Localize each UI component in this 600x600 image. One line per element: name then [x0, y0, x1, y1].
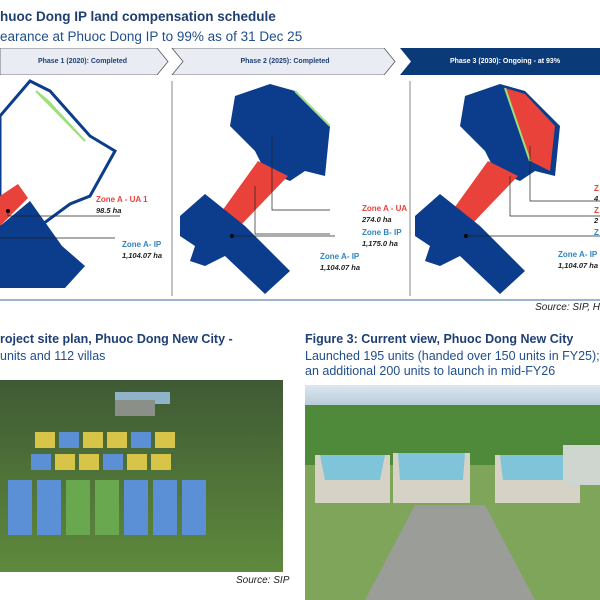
zone-a-ua-label: Zone A - UA 1 — [96, 195, 148, 204]
housing-block — [83, 432, 103, 448]
map-phase-3 — [415, 84, 600, 294]
housing-block — [155, 432, 175, 448]
figure-2-subtitle: units and 112 villas — [0, 349, 106, 363]
housing-block — [103, 454, 123, 470]
zone-a-ua-area: 274.0 ha — [362, 215, 392, 224]
phase-3-label: Phase 3 (2030): Ongoing - at 93% — [449, 58, 561, 65]
figure-3-title: Figure 3: Current view, Phuoc Dong New C… — [305, 332, 574, 346]
housing-block — [95, 480, 119, 535]
map-phase-1 — [0, 79, 120, 288]
zone-a-ua-label: Zone A - UA — [362, 204, 408, 213]
zone-a-ip-label: Zone A- IP — [320, 252, 360, 261]
housing-block — [127, 454, 147, 470]
housing-block — [124, 480, 148, 535]
housing-block — [59, 432, 79, 448]
zone-a-ip-label: Zone A- IP — [122, 240, 162, 249]
figure-2-source: Source: SIP — [236, 575, 290, 586]
map-phase-2 — [180, 84, 335, 294]
zone-b-area: 2 — [594, 216, 599, 225]
housing-block — [79, 454, 99, 470]
figure-3-subtitle-2: an additional 200 units to launch in mid… — [305, 364, 556, 378]
page-subtitle: earance at Phuoc Dong IP to 99% as of 31… — [0, 29, 303, 44]
zone-a-ip-area: 1,104.07 ha — [558, 261, 599, 270]
housing-block — [182, 480, 206, 535]
housing-block — [8, 480, 32, 535]
phase-2-label: Phase 2 (2025): Completed — [240, 58, 330, 65]
page-title: huoc Dong IP land compensation schedule — [0, 9, 276, 24]
housing-block — [66, 480, 90, 535]
zone-maps — [0, 79, 600, 301]
zone-b-ip-area: 1,175.0 ha — [362, 239, 398, 248]
housing-block — [107, 432, 127, 448]
phase-3-chevron — [400, 48, 600, 75]
zone-a-ua-label: Z — [594, 184, 599, 193]
housing-block — [131, 432, 151, 448]
phase-1-chevron — [0, 48, 169, 75]
zone-a-ip-area: 1,104.07 ha — [122, 251, 163, 260]
site-plan-image — [0, 380, 283, 572]
figure-2-title: roject site plan, Phuoc Dong New City - — [0, 332, 233, 346]
housing-block — [153, 480, 177, 535]
zone-a-ip-label: Zone A- IP — [558, 250, 598, 259]
zone-c-label: Z — [594, 228, 599, 237]
zone-a-ip-area: 1,104.07 ha — [320, 263, 361, 272]
housing-block — [151, 454, 171, 470]
zone-a-ua-area: 4 — [594, 194, 599, 203]
phase-1-label: Phase 1 (2020): Completed — [37, 58, 128, 65]
figure-3-subtitle-1: Launched 195 units (handed over 150 unit… — [305, 349, 600, 363]
housing-block — [31, 454, 51, 470]
current-view-photo — [305, 385, 600, 600]
zone-b-ip-label: Zone B- IP — [362, 228, 402, 237]
phase-2-chevron — [171, 48, 396, 75]
zone-a-ua-area: 98.5 ha — [96, 206, 122, 215]
zone-b-label: Z — [594, 206, 599, 215]
housing-block — [55, 454, 75, 470]
source-note: Source: SIP, H — [535, 302, 600, 313]
housing-block — [37, 480, 61, 535]
housing-block — [35, 432, 55, 448]
phase-chevrons — [0, 48, 600, 75]
